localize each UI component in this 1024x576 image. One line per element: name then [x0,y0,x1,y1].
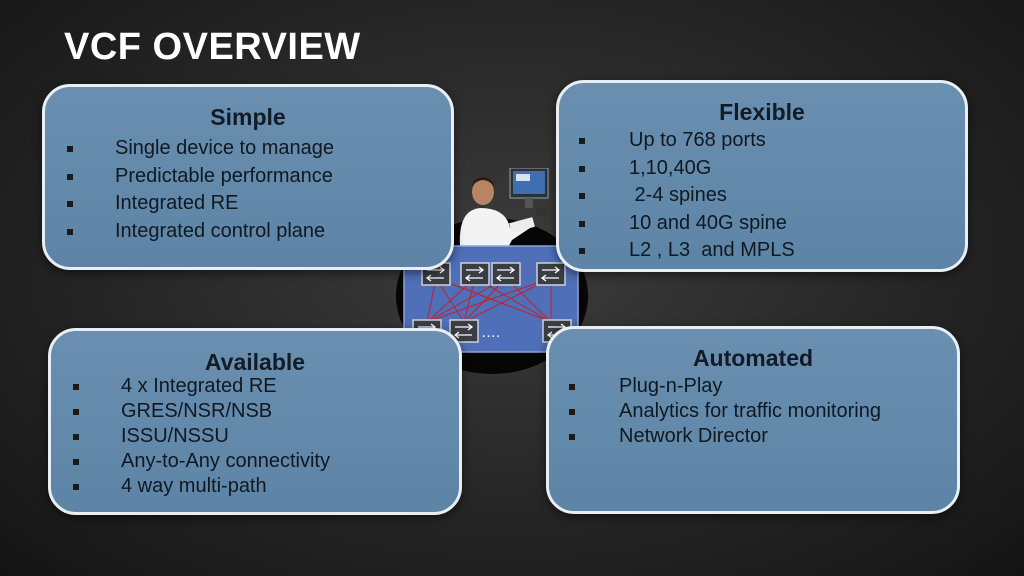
card-simple: Simple Single device to manage Predictab… [42,84,454,270]
list-item: Network Director [549,424,957,449]
bullet-list: Plug-n-Play Analytics for traffic monito… [549,374,957,449]
card-available: Available 4 x Integrated RE GRES/NSR/NSB… [48,328,462,515]
list-item: GRES/NSR/NSB [51,399,459,424]
list-item: 1,10,40G [559,155,965,183]
card-flexible: Flexible Up to 768 ports 1,10,40G 2-4 sp… [556,80,968,272]
list-item: ISSU/NSSU [51,424,459,449]
card-automated: Automated Plug-n-Play Analytics for traf… [546,326,960,514]
list-item: 2-4 spines [559,182,965,210]
admin-person-icon [459,177,535,248]
list-item: 4 way multi-path [51,474,459,499]
card-heading: Flexible [719,99,805,125]
list-item: 10 and 40G spine [559,210,965,238]
list-item: Analytics for traffic monitoring [549,399,957,424]
list-item: Up to 768 ports [559,127,965,155]
bullet-list: Single device to manage Predictable perf… [45,135,451,245]
card-heading: Available [204,349,306,375]
list-item: Single device to manage [45,135,451,163]
bullet-list: 4 x Integrated RE GRES/NSR/NSB ISSU/NSSU… [51,374,459,499]
spine-switch-icon [460,262,490,286]
card-heading: Automated [692,345,814,371]
bullet-list: Up to 768 ports 1,10,40G 2-4 spines 10 a… [559,127,965,265]
monitor-icon [509,167,549,216]
spine-switch-icon [491,262,521,286]
leaf-ellipsis: …. [481,324,500,341]
list-item: Integrated control plane [45,218,451,246]
list-item: Integrated RE [45,190,451,218]
list-item: Plug-n-Play [549,374,957,399]
list-item: Predictable performance [45,163,451,191]
list-item: L2 , L3 and MPLS [559,237,965,265]
leaf-switch-icon [449,319,479,343]
slide-title: VCF OVERVIEW [64,26,361,68]
list-item: Any-to-Any connectivity [51,449,459,474]
spine-switch-icon [536,262,566,286]
card-heading: Simple [210,104,286,130]
list-item: 4 x Integrated RE [51,374,459,399]
